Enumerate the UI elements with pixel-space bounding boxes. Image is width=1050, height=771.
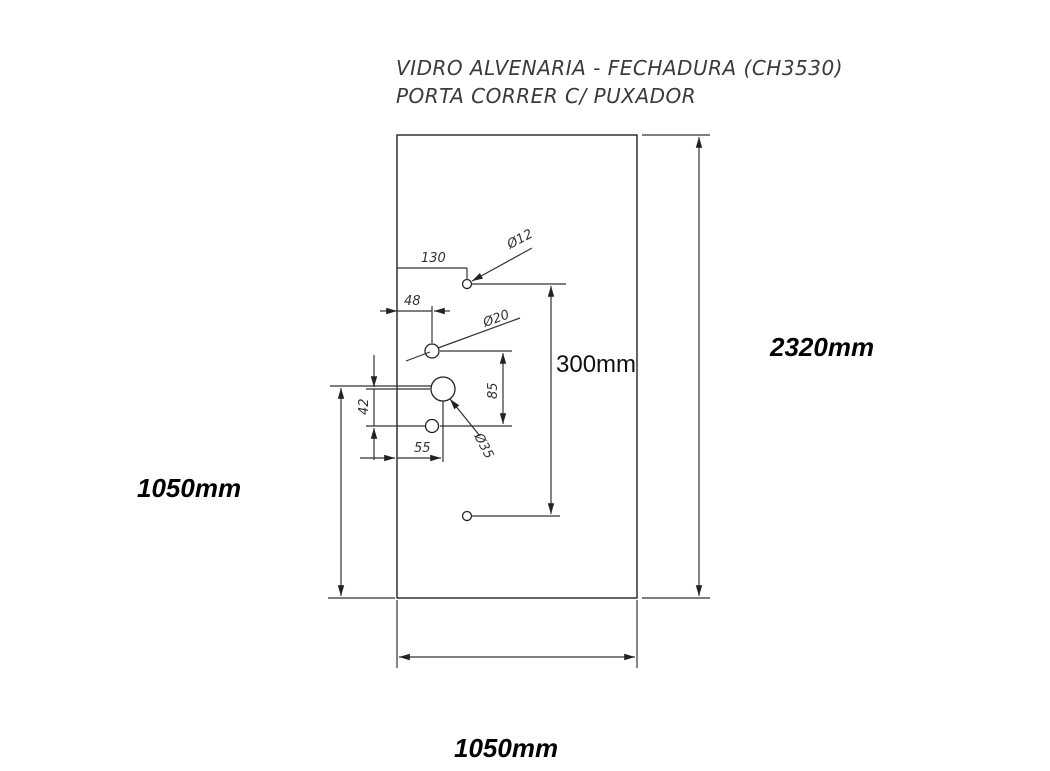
lock-height-label: 1050mm [137,473,241,503]
hole-d20-leader-tail [405,351,431,362]
hole-d20-label: Ø20 [480,308,511,332]
width-total-label: 1050mm [454,733,558,763]
glass-panel-outline [396,134,638,599]
height-total-label: 2320mm [769,332,874,362]
lock-hole-d35 [430,376,456,402]
offset-130-label: 130 [421,251,446,266]
offset-55-label: 55 [414,441,431,456]
hole-d20-leader [437,317,521,349]
drawing-title-line-1: VIDRO ALVENARIA - FECHADURA (CH3530) [396,56,843,80]
hole-d35-leader [449,398,481,437]
handle-spacing-label: 300mm [556,351,636,378]
lock-hole-d20 [424,343,440,359]
drawing-title-line-2: PORTA CORRER C/ PUXADOR [396,84,696,108]
offset-48-label: 48 [404,294,421,309]
hole-d35-label: Ø35 [470,430,496,462]
lock-hole-lower [424,418,440,434]
vertical-42-label: 42 [357,398,372,415]
vertical-85-label: 85 [486,382,501,399]
handle-hole-top [461,278,473,290]
handle-hole-bottom [461,510,473,522]
hole-d12-leader [471,247,533,282]
